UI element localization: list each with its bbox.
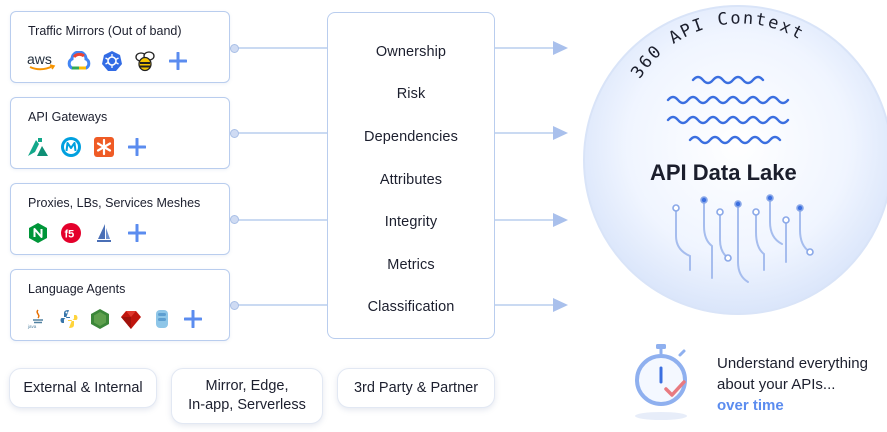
- arrow-head: [553, 213, 568, 227]
- root-nodes: [672, 194, 814, 262]
- wave-lines: [666, 75, 790, 145]
- java-icon: java: [26, 307, 50, 331]
- ruby-icon: [119, 307, 143, 331]
- arrow-head: [553, 126, 568, 140]
- nginx-icon: [26, 221, 50, 245]
- google-cloud-icon: [67, 49, 91, 73]
- connector-dot: [230, 44, 239, 53]
- attribute-attributes: Attributes: [379, 172, 443, 188]
- aws-icon: aws: [26, 49, 58, 73]
- chip-third-party: 3rd Party & Partner: [337, 368, 495, 408]
- attribute-classification: Classification: [367, 299, 455, 315]
- tagline: Understand everything about your APIs...…: [717, 353, 868, 416]
- connector-dot: [230, 129, 239, 138]
- attributes-panel: Ownership Risk Dependencies Attributes I…: [327, 12, 495, 339]
- chip-mirror-edge: Mirror, Edge, In-app, Serverless: [171, 368, 323, 424]
- attribute-ownership: Ownership: [375, 44, 447, 60]
- attribute-dependencies: Dependencies: [364, 129, 458, 145]
- plus-icon[interactable]: [125, 221, 149, 245]
- svg-text:aws: aws: [27, 51, 52, 67]
- source-api-gateways: API Gateways: [10, 97, 230, 169]
- stopwatch-icon: [635, 344, 687, 420]
- attribute-metrics: Metrics: [387, 257, 435, 273]
- data-lake-title: API Data Lake: [650, 160, 797, 185]
- php-icon: [150, 307, 174, 331]
- f5-icon: f5: [59, 221, 83, 245]
- attribute-integrity: Integrity: [384, 214, 438, 230]
- asterisk-gateway-icon: [92, 135, 116, 159]
- source-title: Traffic Mirrors (Out of band): [28, 24, 182, 38]
- source-traffic-mirrors: Traffic Mirrors (Out of band) aws: [10, 11, 230, 83]
- tagline-line-2: about your APIs...: [717, 376, 836, 393]
- kubernetes-icon: [100, 49, 124, 73]
- bee-icon: [133, 49, 157, 73]
- attribute-risk: Risk: [396, 86, 426, 102]
- svg-text:java: java: [27, 324, 37, 329]
- mulesoft-icon: [59, 135, 83, 159]
- source-title: API Gateways: [28, 110, 108, 124]
- source-title: Proxies, LBs, Services Meshes: [28, 196, 201, 210]
- python-icon: [57, 307, 81, 331]
- data-lake-circle: [584, 6, 887, 314]
- plus-icon[interactable]: [125, 135, 149, 159]
- connector-dot: [230, 301, 239, 310]
- chip-external-internal: External & Internal: [9, 368, 157, 408]
- arrow-head: [553, 298, 568, 312]
- source-title: Language Agents: [28, 282, 126, 296]
- connector-dot: [230, 215, 239, 224]
- tagline-line-3: over time: [717, 397, 784, 414]
- plus-icon[interactable]: [181, 307, 205, 331]
- tagline-line-1: Understand everything: [717, 355, 868, 372]
- source-proxies: Proxies, LBs, Services Meshes f5: [10, 183, 230, 255]
- nodejs-icon: [88, 307, 112, 331]
- svg-text:f5: f5: [65, 229, 75, 241]
- plus-icon[interactable]: [166, 49, 190, 73]
- sail-icon: [92, 221, 116, 245]
- arrow-head: [553, 41, 568, 55]
- source-language-agents: Language Agents java: [10, 269, 230, 341]
- kong-icon: [26, 135, 50, 159]
